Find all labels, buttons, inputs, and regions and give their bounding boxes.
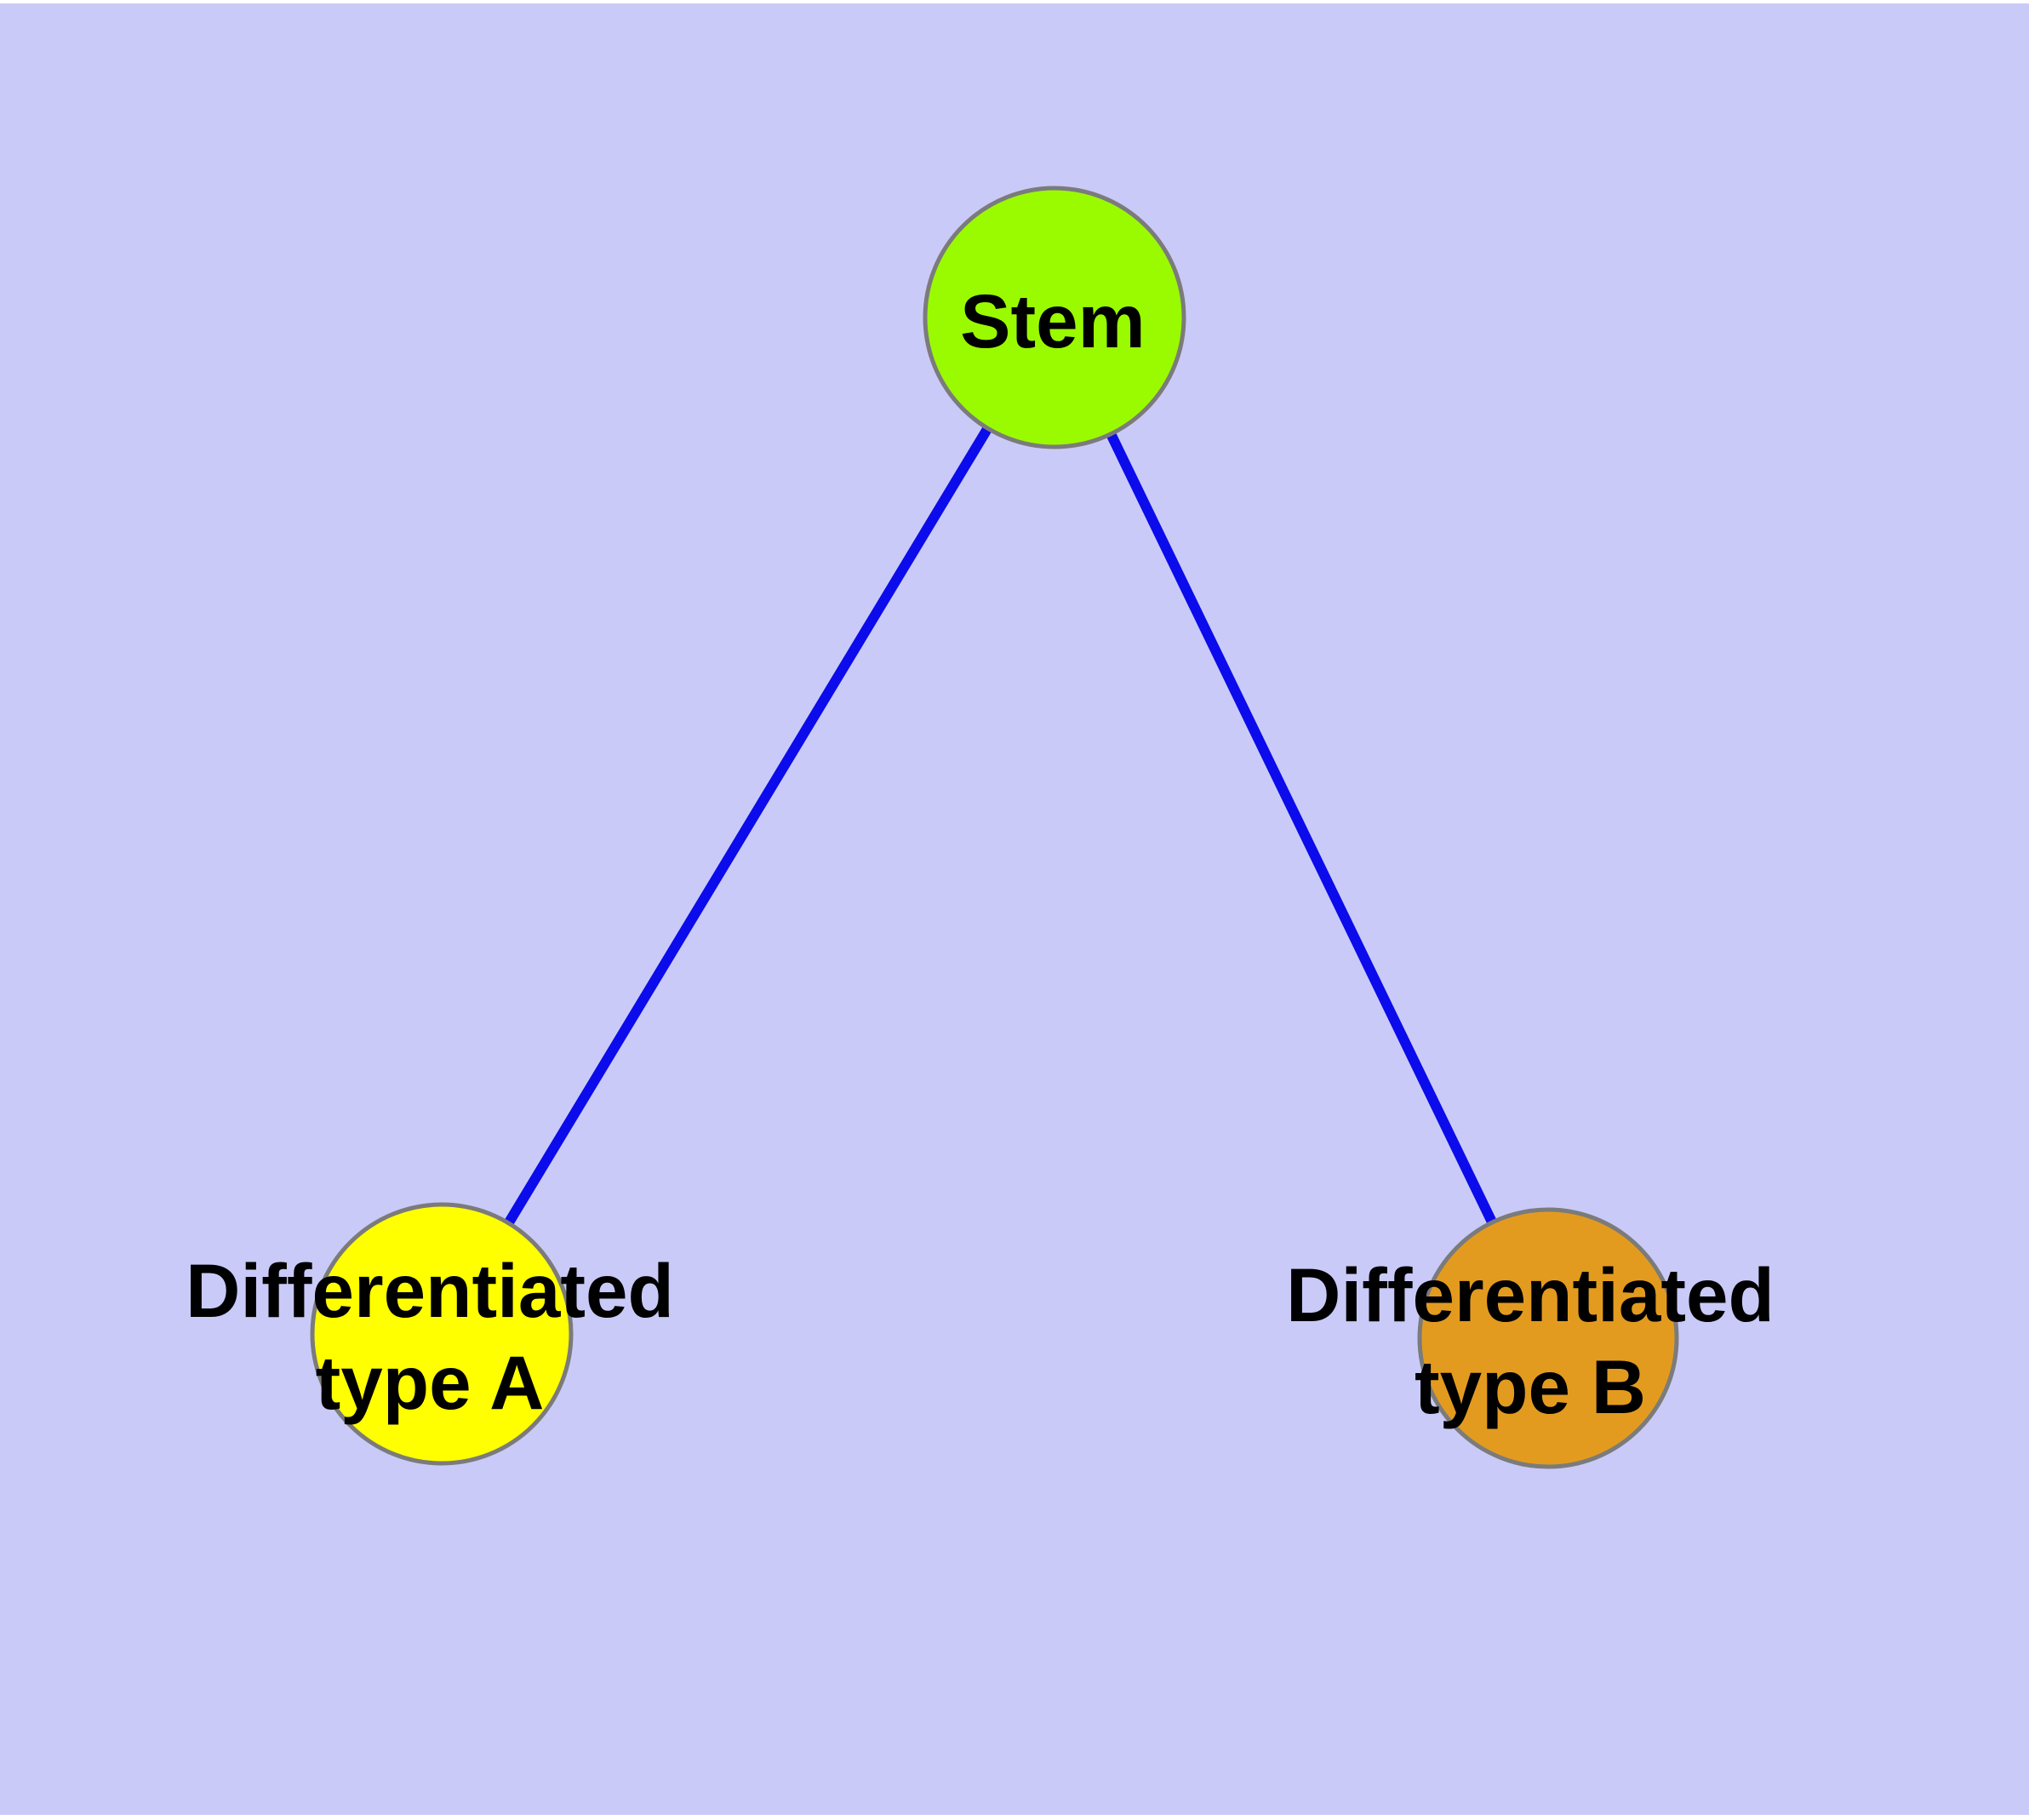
node-type-b-label-line1: Differentiated (1286, 1252, 1775, 1337)
node-type-a-label: Differentiated type A (186, 1245, 674, 1428)
node-stem-circle (923, 186, 1186, 449)
edge-stem-to-type-b (1049, 315, 1553, 1341)
node-type-b-label: Differentiated type B (1286, 1249, 1775, 1433)
edge-stem-to-type-a (437, 314, 1060, 1337)
node-stem-label-line1: Stem (960, 278, 1146, 363)
node-stem-label: Stem (960, 275, 1146, 367)
node-type-b-circle (1417, 1207, 1679, 1469)
node-type-a-circle (310, 1202, 574, 1466)
node-type-a-label-line2: type A (315, 1340, 545, 1425)
node-type-a-label-line1: Differentiated (186, 1248, 674, 1333)
node-type-b-label-line2: type B (1414, 1344, 1646, 1429)
